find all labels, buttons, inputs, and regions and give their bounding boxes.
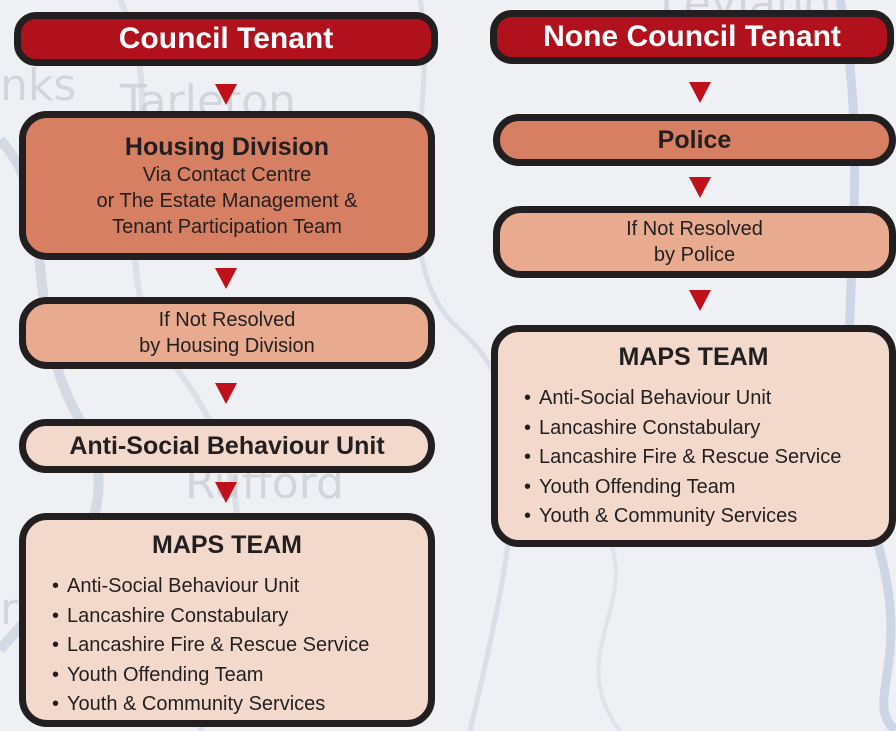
police-box: Police (493, 114, 896, 166)
housing-division-title: Housing Division (124, 132, 330, 161)
council-tenant-header: Council Tenant (14, 12, 438, 66)
police-title: Police (657, 126, 732, 154)
not-resolved-line: by Housing Division (139, 335, 315, 357)
list-item: Anti-Social Behaviour Unit (52, 572, 428, 602)
flow-arrow-down (689, 290, 711, 311)
maps-team-box-left: MAPS TEAM Anti-Social Behaviour Unit Lan… (19, 513, 435, 727)
maps-team-title: MAPS TEAM (618, 343, 769, 371)
none-council-tenant-header: None Council Tenant (490, 10, 894, 64)
list-item: Youth Offending Team (52, 661, 428, 691)
not-resolved-line: by Police (653, 244, 736, 266)
maps-team-list: Anti-Social Behaviour Unit Lancashire Co… (26, 572, 428, 720)
flow-arrow-down (215, 482, 237, 503)
maps-team-title: MAPS TEAM (152, 531, 302, 559)
list-item: Lancashire Constabulary (52, 602, 428, 632)
list-item: Youth & Community Services (52, 690, 428, 720)
flow-arrow-down (215, 84, 237, 105)
list-item: Lancashire Fire & Rescue Service (52, 631, 428, 661)
flow-arrow-down (689, 82, 711, 103)
list-item: Lancashire Fire & Rescue Service (524, 443, 889, 473)
list-item: Youth Offending Team (524, 473, 889, 503)
not-resolved-line: If Not Resolved (626, 218, 763, 240)
housing-division-line: Via Contact Centre (142, 163, 312, 186)
map-label: nks (0, 60, 77, 111)
flow-arrow-down (689, 177, 711, 198)
list-item: Lancashire Constabulary (524, 414, 889, 444)
not-resolved-police-box: If Not Resolved by Police (493, 206, 896, 278)
housing-division-box: Housing Division Via Contact Centre or T… (19, 111, 435, 260)
housing-division-line: or The Estate Management & (96, 189, 358, 212)
council-tenant-label: Council Tenant (118, 22, 334, 55)
maps-team-box-right: MAPS TEAM Anti-Social Behaviour Unit Lan… (491, 325, 896, 547)
flow-arrow-down (215, 268, 237, 289)
list-item: Youth & Community Services (524, 502, 889, 532)
asbu-box: Anti-Social Behaviour Unit (19, 419, 435, 473)
not-resolved-housing-box: If Not Resolved by Housing Division (19, 297, 435, 369)
none-council-tenant-label: None Council Tenant (543, 20, 841, 53)
not-resolved-line: If Not Resolved (158, 309, 296, 331)
asbu-title: Anti-Social Behaviour Unit (69, 432, 385, 460)
housing-division-line: Tenant Participation Team (112, 215, 342, 238)
list-item: Anti-Social Behaviour Unit (524, 384, 889, 414)
maps-team-list: Anti-Social Behaviour Unit Lancashire Co… (498, 384, 889, 532)
flow-arrow-down (215, 383, 237, 404)
